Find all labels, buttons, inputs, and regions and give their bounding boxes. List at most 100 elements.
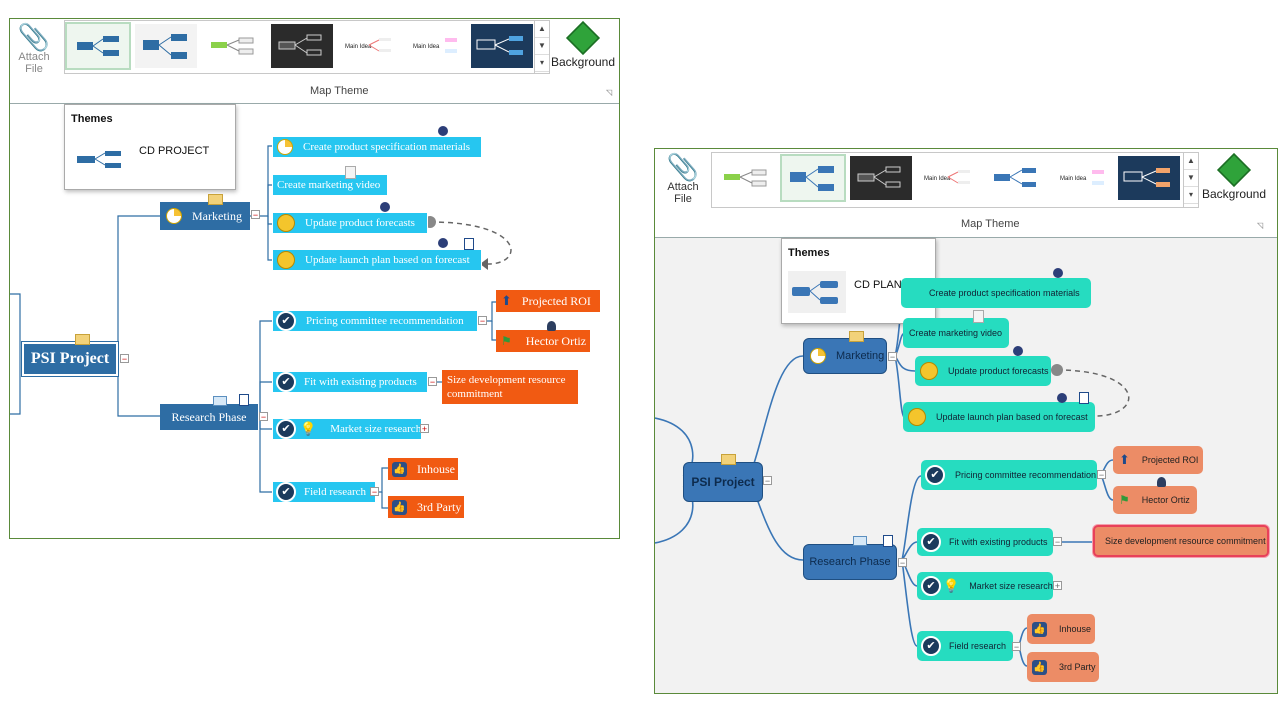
theme-gallery[interactable]: Main Idea Main Idea ▲▼▾ [711, 152, 1199, 208]
theme-thumb-5[interactable] [986, 156, 1048, 200]
scroll-up-icon[interactable]: ▲ [535, 21, 549, 38]
subtopic-size-dev[interactable]: Size development resource commitment [442, 370, 578, 404]
theme-preview[interactable] [73, 141, 129, 177]
research-topic[interactable]: Research Phase [160, 404, 258, 430]
theme-thumb-7[interactable] [471, 24, 533, 68]
expand-toggle[interactable]: + [1053, 581, 1062, 591]
collapse-toggle[interactable]: − [259, 412, 268, 422]
theme-thumb-3[interactable] [203, 24, 265, 68]
subtopic-fit[interactable]: ✔ Fit with existing products [272, 371, 428, 393]
projected-label: Projected ROI [521, 293, 591, 308]
theme-thumb-3[interactable] [850, 156, 912, 200]
theme-name: CD PROJECT [139, 145, 210, 157]
subtopic-hector-ortiz[interactable]: ⚑ Hector Ortiz [496, 330, 590, 352]
subtopic-field-research[interactable]: ✔ Field research [917, 631, 1013, 661]
gallery-scroll[interactable]: ▲▼▾ [534, 21, 549, 73]
file-label: File [25, 63, 43, 75]
subtopic-field-research[interactable]: ✔ Field research [272, 481, 376, 503]
themes-title: Themes [71, 113, 113, 125]
check-icon: ✔ [921, 532, 941, 552]
theme-thumb-4[interactable]: Main Idea [918, 156, 980, 200]
theme-thumb-1[interactable] [716, 156, 778, 200]
collapse-toggle[interactable]: − [763, 476, 772, 486]
map-canvas[interactable]: Themes CD PLAN PSI Project − Marketing −… [655, 238, 1277, 693]
collapse-toggle[interactable]: − [370, 487, 379, 497]
scroll-down-icon[interactable]: ▼ [535, 38, 549, 55]
collapse-toggle[interactable]: − [120, 354, 129, 364]
subtopic-projected-roi[interactable]: ⬆ Projected ROI [1113, 446, 1203, 474]
more-icon[interactable]: ▾ [535, 55, 549, 72]
dialog-launcher-icon[interactable]: ◹ [1257, 221, 1264, 230]
collapse-toggle[interactable]: − [478, 316, 487, 326]
marketing-topic[interactable]: Marketing [803, 338, 887, 374]
subtopic-update-forecasts[interactable]: Update product forecasts [915, 356, 1051, 386]
map-canvas[interactable]: Themes CD PROJECT PSI Project − Marketin… [10, 104, 619, 538]
scroll-down-icon[interactable]: ▼ [1184, 170, 1198, 187]
theme-thumb-1[interactable] [65, 22, 131, 70]
subtopic-hector-ortiz[interactable]: ⚑ Hector Ortiz [1113, 486, 1197, 514]
scroll-up-icon[interactable]: ▲ [1184, 153, 1198, 170]
theme-thumb-5[interactable]: Main Idea [339, 24, 401, 68]
clock-icon [1013, 346, 1023, 358]
collapse-toggle[interactable]: − [1053, 537, 1062, 547]
more-icon[interactable]: ▾ [1184, 187, 1198, 204]
subtopic-marketing-video[interactable]: Create marketing video [903, 318, 1009, 348]
theme-preview[interactable] [788, 271, 846, 313]
subtopic-3rd-party[interactable]: 👍 3rd Party [388, 496, 464, 518]
collapse-toggle[interactable]: − [898, 558, 907, 568]
third-label: 3rd Party [417, 499, 462, 514]
subtopic-update-launch[interactable]: Update launch plan based on forecast [903, 402, 1095, 432]
theme-thumb-2[interactable] [135, 24, 197, 68]
gallery-scroll[interactable]: ▲▼▾ [1183, 153, 1198, 207]
collapse-toggle[interactable]: − [428, 377, 437, 387]
subtopic-create-spec[interactable]: Create product specification materials [272, 136, 482, 158]
subtopic-inhouse[interactable]: 👍 Inhouse [1027, 614, 1095, 644]
collapse-toggle[interactable]: − [888, 352, 897, 362]
theme-gallery[interactable]: Main Idea Main Idea ▲▼▾ [64, 20, 550, 74]
progress-icon [810, 348, 826, 364]
arrow-up-icon: ⬆ [501, 293, 512, 308]
marketing-topic[interactable]: Marketing [160, 202, 250, 230]
attach-file-button[interactable]: 📎 Attach File [14, 23, 54, 75]
background-button[interactable]: Background [1199, 153, 1269, 201]
subtopic-marketing-video[interactable]: Create marketing video [272, 174, 388, 196]
subtopic-3rd-party[interactable]: 👍 3rd Party [1027, 652, 1099, 682]
subtopic-fit[interactable]: ✔ Fit with existing products [917, 528, 1053, 556]
flag-icon: ⚑ [501, 333, 512, 348]
collapse-toggle[interactable]: − [1097, 470, 1106, 480]
attach-file-button[interactable]: 📎 Attach File [663, 153, 703, 205]
subtopic-create-spec[interactable]: Create product specification materials [901, 278, 1091, 308]
inhouse-label: Inhouse [1059, 624, 1092, 634]
hector-label: Hector Ortiz [1141, 495, 1190, 505]
subtopic-inhouse[interactable]: 👍 Inhouse [388, 458, 458, 480]
collapse-toggle[interactable]: − [251, 210, 260, 220]
root-topic[interactable]: PSI Project [21, 341, 119, 377]
research-topic[interactable]: Research Phase [803, 544, 897, 580]
subtopic-update-launch[interactable]: Update launch plan based on forecast [272, 249, 482, 271]
right-window: 📎 Attach File Main Idea Main Idea [654, 148, 1278, 694]
task4-label: Update launch plan based on forecast [305, 254, 470, 266]
task2-label: Create marketing video [277, 179, 381, 191]
subtopic-market-size[interactable]: ✔ 💡 Market size research [272, 418, 422, 440]
subtopic-pricing[interactable]: ✔ Pricing committee recommendation [272, 310, 478, 332]
subtopic-projected-roi[interactable]: ⬆ Projected ROI [496, 290, 600, 312]
subtopic-size-dev[interactable]: Size development resource commitment [1093, 525, 1269, 557]
theme-thumb-7[interactable] [1118, 156, 1180, 200]
subtopic-market-size[interactable]: ✔ 💡 Market size research [917, 572, 1053, 600]
theme-thumb-6[interactable]: Main Idea [1054, 156, 1116, 200]
background-button[interactable]: Background [550, 21, 616, 69]
check-icon: ✔ [276, 419, 296, 439]
expand-toggle[interactable]: + [420, 424, 429, 434]
dialog-launcher-icon[interactable]: ◹ [606, 88, 613, 97]
theme-thumb-6[interactable]: Main Idea [407, 24, 469, 68]
subtopic-update-forecasts[interactable]: Update product forecasts [272, 212, 428, 234]
root-topic[interactable]: PSI Project [683, 462, 763, 502]
market-size-label: Market size research [969, 581, 1053, 591]
theme-thumb-2[interactable] [780, 154, 846, 202]
svg-text:Main Idea: Main Idea [924, 176, 951, 182]
theme-thumb-4[interactable] [271, 24, 333, 68]
collapse-toggle[interactable]: − [1012, 642, 1021, 652]
subtopic-pricing[interactable]: ✔ Pricing committee recommendation [921, 460, 1097, 490]
task4-label: Update launch plan based on forecast [936, 412, 1088, 422]
folder-icon [721, 454, 736, 465]
